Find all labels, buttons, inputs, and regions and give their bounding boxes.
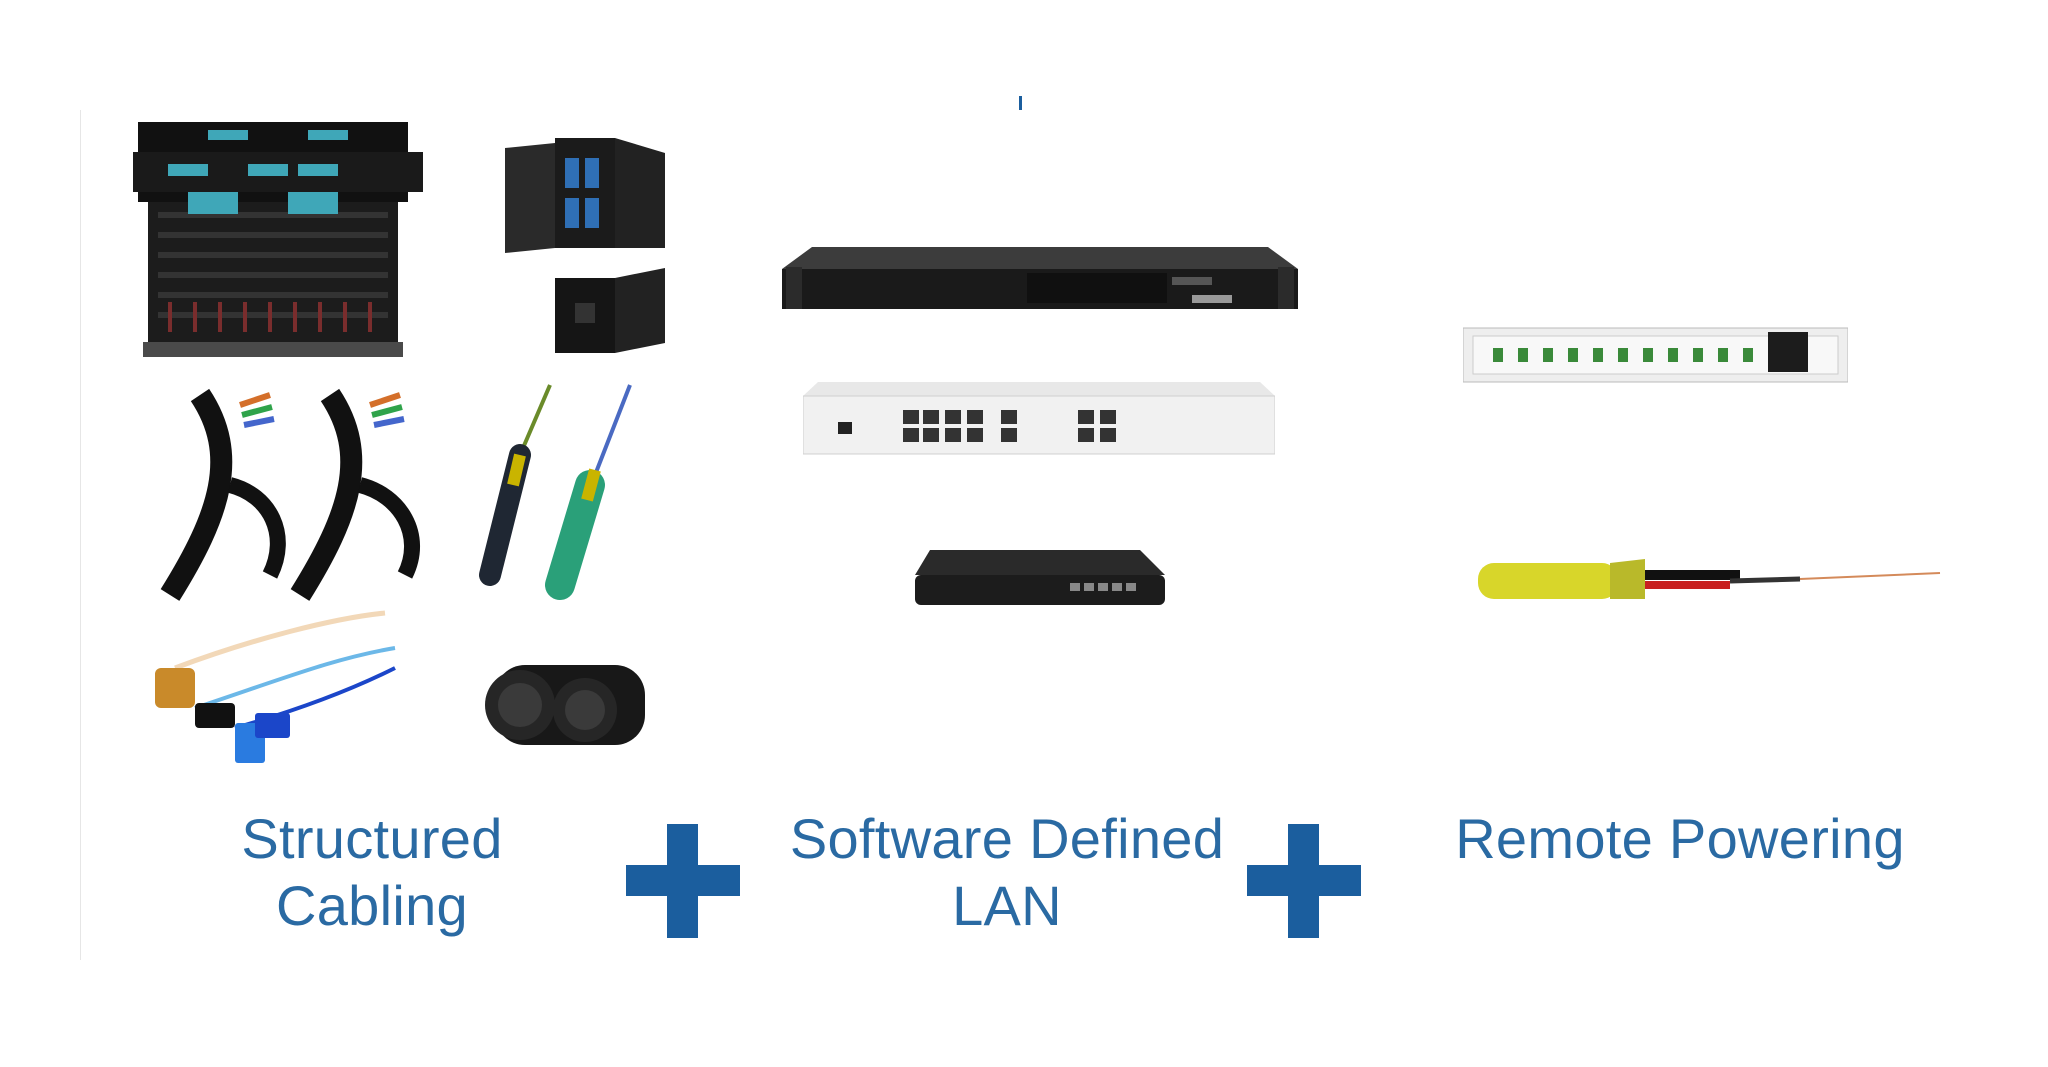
fiber-connectors-image <box>155 610 396 763</box>
edge-device-image <box>915 550 1165 605</box>
software-defined-lan-label-line1: Software Defined <box>789 807 1225 870</box>
black-cable-image <box>160 388 421 601</box>
remote-powering-label-line1: Remote Powering <box>1455 807 1905 870</box>
remote-powering-label: Remote Powering <box>1430 805 1930 872</box>
left-divider <box>80 110 81 960</box>
structured-cabling-label-line2: Cabling <box>275 874 468 937</box>
plus-icon-1 <box>626 824 740 938</box>
fiber-patch-panel-rack-image <box>133 122 423 357</box>
structured-cabling-label-line1: Structured <box>241 807 503 870</box>
structured-cabling-label: Structured Cabling <box>177 805 567 939</box>
plus-icon-2 <box>1247 824 1361 938</box>
top-tick-mark <box>1019 96 1022 110</box>
wall-mount-enclosure-image <box>505 138 665 353</box>
remote-power-unit-image <box>1463 327 1848 383</box>
outdoor-fiber-cable-image <box>479 384 632 600</box>
software-defined-lan-label: Software Defined LAN <box>762 805 1252 939</box>
rack-server-image <box>782 247 1298 309</box>
network-switch-image <box>803 382 1275 455</box>
fiber-splice-closure-image <box>485 665 645 745</box>
hybrid-power-cable-image <box>1478 559 1941 599</box>
software-defined-lan-label-line2: LAN <box>952 874 1062 937</box>
